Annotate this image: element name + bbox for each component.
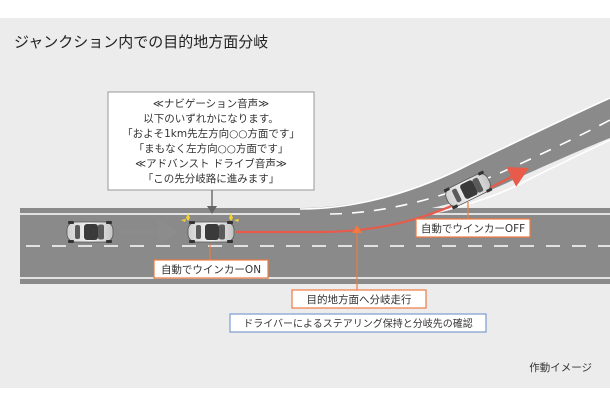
page-title: ジャンクション内での目的地方面分岐 — [14, 33, 268, 51]
voice-line: 「この先分岐路に進みます」 — [143, 172, 280, 185]
driver-check-label-box — [229, 313, 487, 333]
branch-leader-head — [352, 225, 362, 233]
blinker-flash-icon — [181, 213, 239, 222]
ramp-edge-upper — [299, 97, 610, 210]
car-icon — [66, 220, 114, 244]
blinker-on-label: 自動でウインカーON — [161, 263, 261, 276]
blinker-off-label: 自動でウインカーOFF — [421, 222, 525, 235]
branch-travel-label: 目的地方面へ分岐走行 — [307, 293, 412, 306]
car-icon — [187, 220, 235, 244]
voice-line: ≪アドバンスト ドライブ音声≫ — [135, 157, 287, 170]
blinker-on-label-box — [153, 259, 269, 279]
driver-check-label: ドライバーによるステアリング保持と分岐先の確認 — [243, 317, 473, 330]
voice-announcement-box — [107, 91, 315, 191]
voice-line: ≪ナビゲーション音声≫ — [153, 97, 269, 110]
voice-line: 「およそ1km先左方向○○方面です」 — [122, 127, 300, 140]
blinker-off-label-box — [415, 218, 531, 238]
box-pointer-head — [207, 206, 217, 214]
branch-travel-label-box — [291, 289, 427, 309]
voice-line: 以下のいずれかになります。 — [143, 113, 278, 125]
voice-lines: ≪ナビゲーション音声≫ 以下のいずれかになります。 「およそ1km先左方向○○方… — [122, 97, 300, 185]
voice-line: 「まもなく左方向○○方面です」 — [134, 142, 289, 155]
footer-note: 作動イメージ — [529, 361, 592, 374]
